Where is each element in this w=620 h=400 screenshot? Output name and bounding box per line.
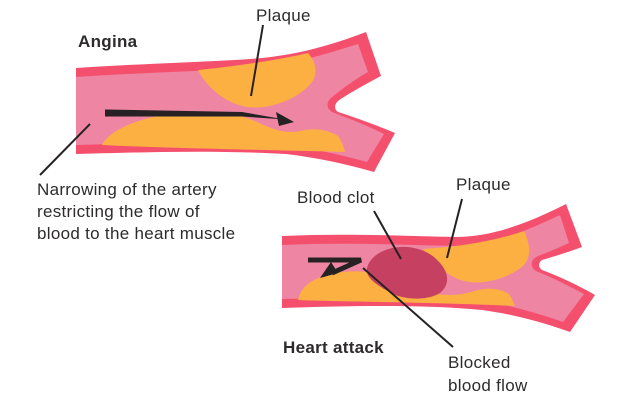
angina-plaque-bottom [102,111,345,152]
leader-line-angina-plaque [250,24,264,97]
blood-clot-label: Blood clot [297,188,375,207]
heart-attack-artery [282,198,595,348]
angina-artery [39,24,395,176]
blood-clot-shape [366,246,448,299]
narrowing-note-line-2: restricting the flow of [37,202,200,221]
leader-line-blood-clot [373,210,402,260]
narrowing-note-line-3: blood to the heart muscle [37,224,236,243]
blocked-flow-arrow-icon [308,257,363,278]
narrowing-note: Narrowing of the artery restricting the … [37,179,235,245]
heart-attack-title: Heart attack [283,338,384,357]
blocked-flow-label-line-1: Blocked [448,353,511,372]
heart-attack-plaque-label: Plaque [456,175,511,194]
blocked-flow-label-line-2: blood flow [448,376,528,395]
angina-title: Angina [78,32,138,51]
narrowing-note-line-1: Narrowing of the artery [37,180,217,199]
blocked-flow-label: Blocked blood flow [448,351,528,397]
angina-plaque-label: Plaque [256,6,311,25]
heart-attack-plaque-top [423,231,530,283]
blood-flow-arrow-icon [105,109,294,126]
leader-line-heart-attack-plaque [446,198,463,259]
leader-line-narrowing [39,123,91,176]
leader-line-blocked-flow [362,267,454,348]
angina-plaque-top [198,53,316,108]
